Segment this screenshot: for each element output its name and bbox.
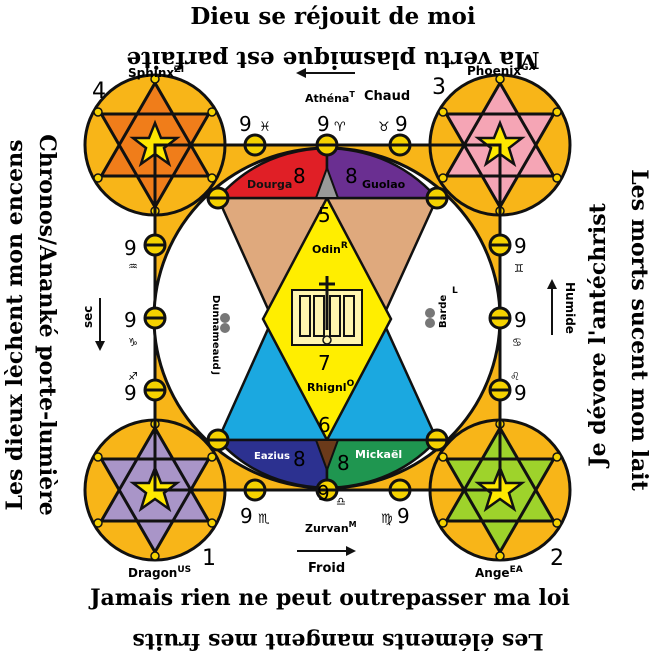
segment-number-mickael: 8: [337, 451, 350, 475]
nine-capricorn: 9: [124, 308, 137, 332]
center-number-5: 5: [318, 203, 331, 227]
sign-pisces: ♓: [259, 120, 271, 135]
segment-name-mickael: Mickaël: [355, 448, 402, 461]
corner-number-1: 1: [202, 546, 216, 571]
center-number-7: 7: [318, 351, 331, 375]
text-left-outer: Les dieux lèchent mon encens: [2, 140, 28, 511]
segment-number-dourga: 8: [293, 164, 306, 188]
axis-top-quality: Chaud: [364, 89, 410, 104]
nine-cancer: 9: [514, 308, 527, 332]
text-right-outer: Les morts sucent mon lait: [626, 169, 652, 491]
center-name-odin: OdinR: [312, 241, 348, 256]
axis-right-quality: Humide: [563, 282, 577, 334]
nine-virgo: 9: [397, 504, 410, 528]
segment-name-guolao: Guolao: [362, 178, 406, 191]
nine-taurus: 9: [395, 112, 408, 136]
sign-leo: ♌: [510, 370, 520, 383]
sign-aries: ♈: [334, 120, 346, 135]
text-right-inner: Je dévore l'antéchrist: [585, 202, 611, 468]
nine-aquarius: 9: [124, 236, 137, 260]
axis-left-name: DunnameaudJ: [210, 295, 221, 375]
text-top-inverted: Ma vertu plasmique est parfaite: [126, 46, 539, 73]
sign-sagittarius: ♐: [128, 370, 138, 383]
corner-name-sphinx: SphinxZI: [128, 65, 184, 80]
corner-name-ange: AngeEA: [475, 565, 523, 580]
segment-name-dourga: Dourga: [247, 178, 292, 191]
text-left-inner: Chronos/Ananké porte-lumière: [34, 134, 60, 516]
nine-scorpio: 9: [240, 504, 253, 528]
sign-scorpio: ♏: [258, 512, 270, 527]
sign-virgo: ♍: [381, 512, 393, 527]
sign-gemini: ♊: [514, 262, 524, 275]
nine-aries: 9: [317, 112, 330, 136]
axis-bottom-quality: Froid: [308, 561, 345, 576]
nine-sagittarius: 9: [124, 381, 137, 405]
corner-name-dragon: DragonUS: [128, 565, 191, 580]
text-bottom-inverted: Les éléments mangent mes fruits: [132, 628, 543, 651]
corner-number-2: 2: [550, 546, 564, 571]
sign-libra: ♎: [336, 495, 346, 508]
nine-leo: 9: [514, 381, 527, 405]
center-number-6: 6: [318, 413, 331, 437]
axis-left-quality: sec: [81, 306, 95, 328]
dot-pair-right: [425, 308, 435, 328]
axis-right-sup: L: [452, 286, 458, 296]
dot-pair-left: [220, 313, 230, 333]
corner-number-4: 4: [92, 79, 106, 104]
text-bottom-main: Jamais rien ne peut outrepasser ma loi: [88, 585, 570, 611]
sign-cancer: ♋: [512, 336, 522, 349]
axis-top-name: AthénaT: [305, 90, 355, 105]
nine-libra: 9: [317, 481, 330, 505]
center-name-rhignl: RhignlO: [307, 379, 355, 394]
nine-labels: 9 ♓ 9 ♈ ♉ 9 9 ♒ 9 ♊ 9 ♑ 9 ♋ ♐ 9 ♌ 9 9 ♏ …: [124, 112, 527, 528]
sign-capricorn: ♑: [128, 336, 138, 349]
corner-name-phoenix: PhoenixGX: [467, 63, 536, 78]
axis-bottom-name: ZurvanM: [305, 520, 357, 535]
corner-number-3: 3: [432, 75, 446, 100]
temple-icon: [291, 276, 363, 346]
nine-gemini: 9: [514, 234, 527, 258]
text-top-main: Dieu se réjouit de moi: [190, 3, 476, 30]
nine-pisces: 9: [239, 112, 252, 136]
axis-right-name: Barde: [438, 295, 449, 328]
segment-name-eazius: Eazius: [254, 451, 290, 462]
segment-number-guolao: 8: [345, 164, 358, 188]
sign-taurus: ♉: [378, 120, 390, 135]
segment-number-eazius: 8: [293, 447, 306, 471]
sign-aquarius: ♒: [128, 260, 138, 273]
